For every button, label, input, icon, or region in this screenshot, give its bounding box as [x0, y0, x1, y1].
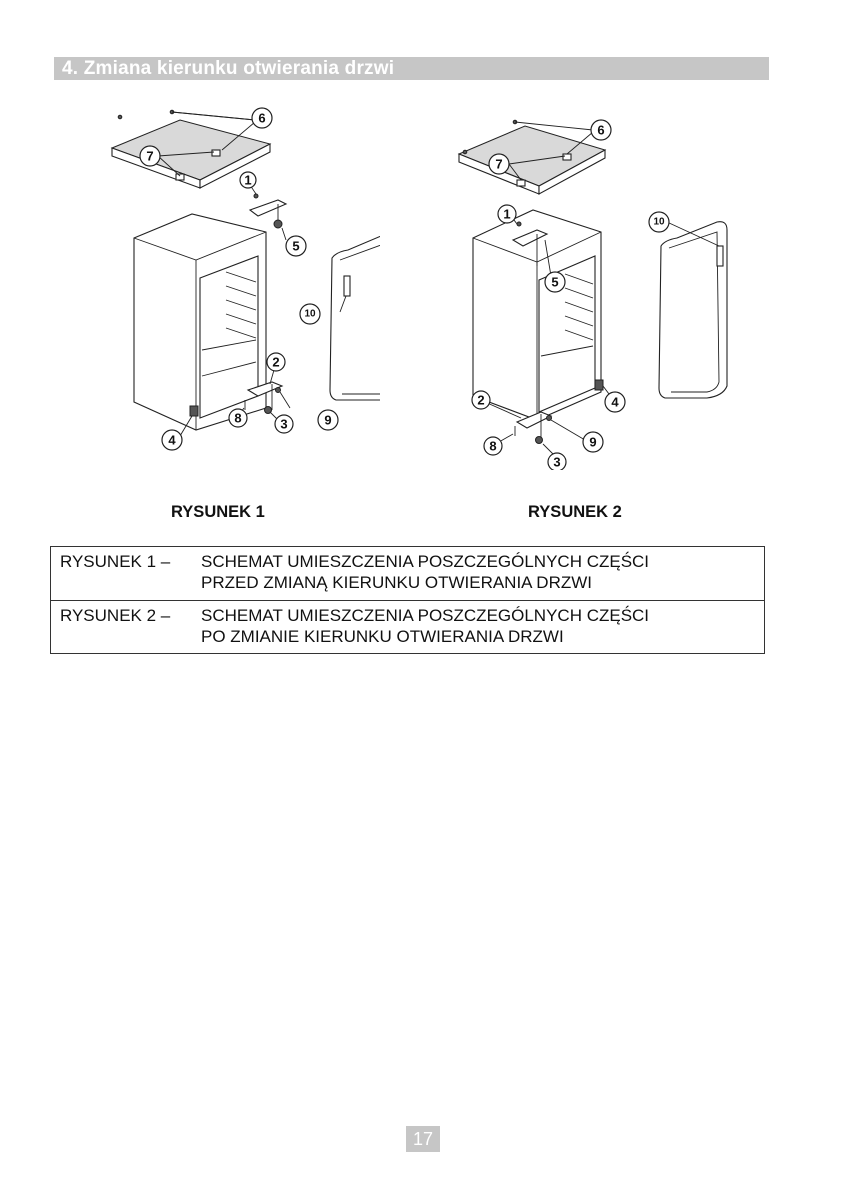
svg-text:6: 6 — [597, 123, 604, 138]
legend-description-line: PRZED ZMIANĄ KIERUNKU OTWIERANIA DRZWI — [201, 573, 592, 593]
callout-6: 6 — [252, 108, 272, 128]
callout-3: 3 — [275, 415, 293, 433]
callout-5: 5 — [545, 272, 565, 292]
legend-description-line: SCHEMAT UMIESZCZENIA POSZCZEGÓLNYCH CZĘŚ… — [201, 552, 649, 572]
door — [330, 228, 380, 400]
legend-row: RYSUNEK 1 – SCHEMAT UMIESZCZENIA POSZCZE… — [51, 547, 764, 601]
figure-legend-table: RYSUNEK 1 – SCHEMAT UMIESZCZENIA POSZCZE… — [50, 546, 765, 654]
svg-text:10: 10 — [653, 217, 665, 228]
callout-9: 9 — [583, 432, 603, 452]
page-number-text: 17 — [413, 1129, 433, 1149]
callout-6: 6 — [591, 120, 611, 140]
legend-description-line: PO ZMIANIE KIERUNKU OTWIERANIA DRZWI — [201, 627, 564, 647]
svg-text:2: 2 — [477, 393, 484, 408]
callout-1: 1 — [240, 172, 256, 188]
svg-text:4: 4 — [168, 433, 176, 448]
svg-text:3: 3 — [280, 417, 287, 432]
svg-text:8: 8 — [489, 439, 496, 454]
svg-text:9: 9 — [324, 413, 331, 428]
svg-text:8: 8 — [234, 411, 241, 426]
callout-7: 7 — [140, 146, 160, 166]
callout-8: 8 — [229, 409, 247, 427]
svg-text:4: 4 — [611, 395, 619, 410]
callout-9: 9 — [318, 410, 338, 430]
figure-2-caption: RYSUNEK 2 — [528, 503, 622, 522]
legend-description-line: SCHEMAT UMIESZCZENIA POSZCZEGÓLNYCH CZĘŚ… — [201, 606, 649, 626]
callout-8: 8 — [484, 437, 502, 455]
callout-3: 3 — [548, 453, 566, 470]
section-header: 4. Zmiana kierunku otwierania drzwi — [54, 57, 769, 80]
callout-10: 10 — [649, 212, 669, 232]
callout-1: 1 — [498, 205, 516, 223]
legend-row: RYSUNEK 2 – SCHEMAT UMIESZCZENIA POSZCZE… — [51, 601, 764, 654]
callout-4: 4 — [162, 430, 182, 450]
callout-2: 2 — [267, 353, 285, 371]
figure-2-diagram: 6 7 1 5 10 4 2 8 9 3 — [455, 100, 745, 470]
svg-text:10: 10 — [304, 309, 316, 320]
svg-text:7: 7 — [146, 149, 153, 164]
top-cover — [459, 126, 605, 186]
legend-label: RYSUNEK 2 – — [60, 606, 170, 626]
svg-text:5: 5 — [551, 275, 558, 290]
svg-text:6: 6 — [258, 111, 265, 126]
svg-text:7: 7 — [495, 157, 502, 172]
figure-1-diagram: 6 7 1 5 10 2 8 3 9 4 — [100, 100, 380, 470]
callout-10: 10 — [300, 304, 320, 324]
svg-text:1: 1 — [503, 207, 510, 222]
callout-2: 2 — [472, 391, 490, 409]
page-number: 17 — [406, 1126, 440, 1152]
figure-1-caption: RYSUNEK 1 — [171, 503, 265, 522]
callout-4: 4 — [605, 392, 625, 412]
callout-5: 5 — [286, 236, 306, 256]
svg-text:1: 1 — [244, 173, 251, 188]
svg-text:3: 3 — [553, 455, 560, 470]
callout-7: 7 — [489, 154, 509, 174]
svg-text:5: 5 — [292, 239, 299, 254]
legend-label: RYSUNEK 1 – — [60, 552, 170, 572]
svg-text:2: 2 — [272, 355, 279, 370]
section-title: 4. Zmiana kierunku otwierania drzwi — [62, 58, 394, 80]
svg-text:9: 9 — [589, 435, 596, 450]
